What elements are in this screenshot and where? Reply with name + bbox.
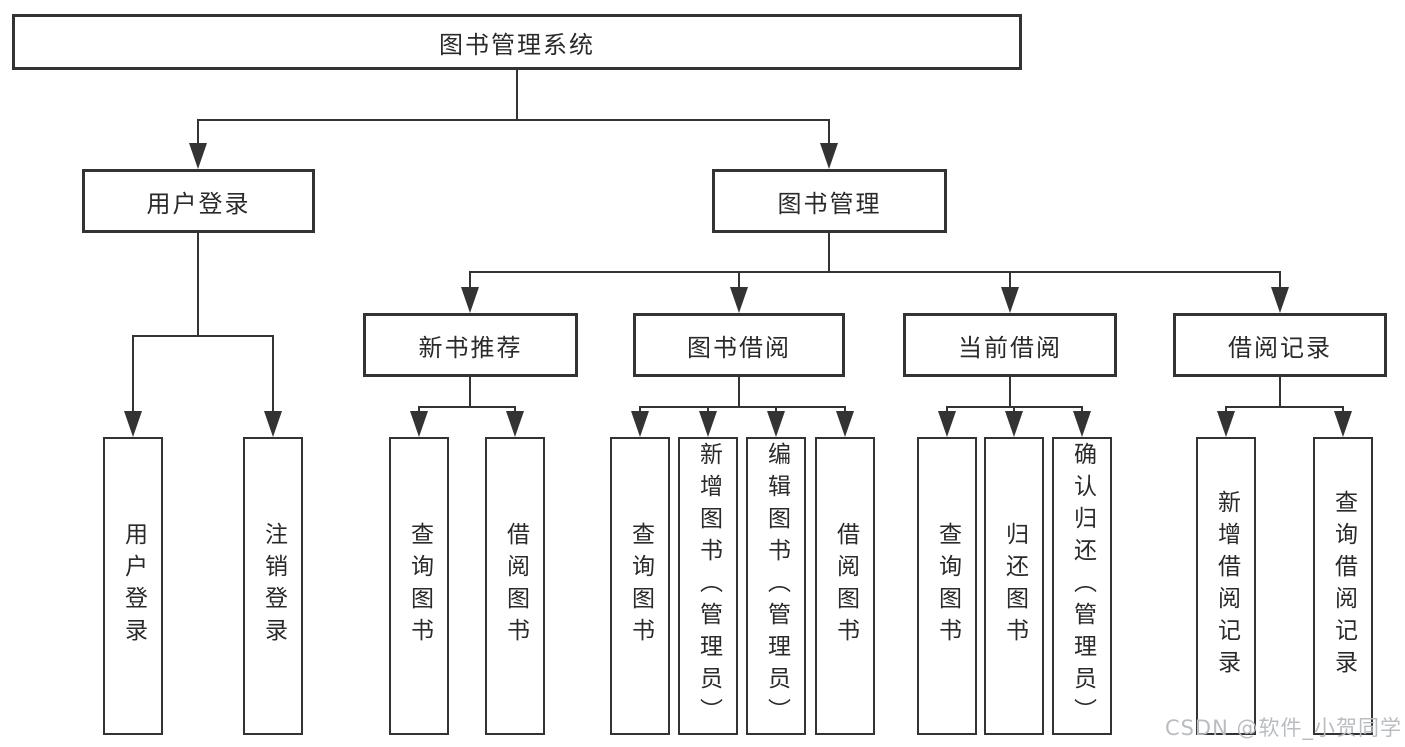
node-book-management: 图书管理 (712, 169, 947, 233)
leaf-borrow-books-recommend: 借阅图书 (485, 437, 545, 735)
edges-book-mgmt-to-level3 (461, 233, 1289, 313)
node-borrowing-records: 借阅记录 (1173, 313, 1387, 377)
leaf-user-login: 用户登录 (103, 437, 163, 735)
node-current-borrowing: 当前借阅 (903, 313, 1117, 377)
leaf-add-books-admin: 新增图书（管理员） (678, 437, 738, 735)
leaf-borrow-books: 借阅图书 (815, 437, 875, 735)
leaf-query-books-recommend: 查询图书 (389, 437, 449, 735)
edges-records-to-leaves (1217, 377, 1352, 437)
node-user-login: 用户登录 (82, 169, 315, 233)
leaf-return-books: 归还图书 (984, 437, 1044, 735)
leaf-query-borrow-record: 查询借阅记录 (1313, 437, 1373, 735)
node-new-book-recommendation: 新书推荐 (363, 313, 578, 377)
edges-cur-borrow-to-leaves (938, 377, 1091, 437)
leaf-confirm-return-admin: 确认归还（管理员） (1052, 437, 1112, 735)
leaf-query-books-current: 查询图书 (917, 437, 977, 735)
edges-new-rec-to-leaves (410, 377, 524, 437)
edges-book-borrow-to-leaves (631, 377, 854, 437)
node-book-borrowing: 图书借阅 (633, 313, 845, 377)
watermark: CSDN @软件_小贺同学 (1164, 716, 1402, 740)
leaf-edit-books-admin: 编辑图书（管理员） (746, 437, 806, 735)
leaf-query-books-borrowing: 查询图书 (610, 437, 670, 735)
leaf-logout: 注销登录 (243, 437, 303, 735)
edges-user-login-to-leaves (124, 233, 282, 437)
leaf-add-borrow-record: 新增借阅记录 (1196, 437, 1256, 735)
edges-root-to-level2 (189, 69, 838, 169)
node-library-management-system: 图书管理系统 (12, 14, 1022, 70)
